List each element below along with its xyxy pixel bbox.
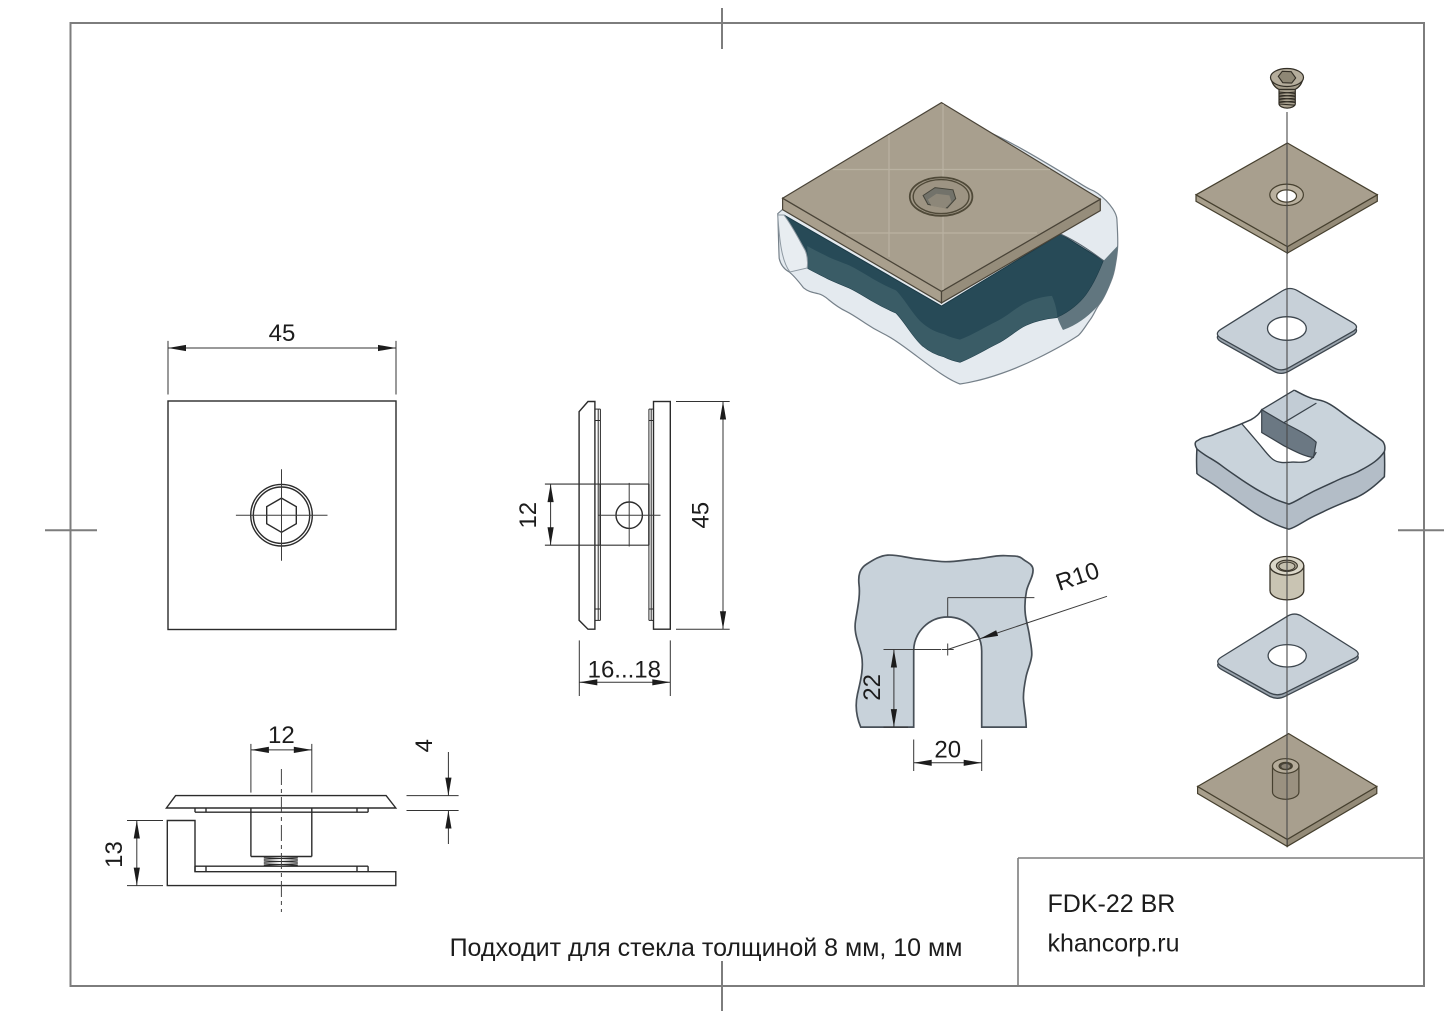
svg-text:R10: R10	[1052, 557, 1102, 597]
svg-text:4: 4	[411, 739, 438, 752]
svg-text:Подходит для стекла толщиной 8: Подходит для стекла толщиной 8 мм, 10 мм	[450, 934, 963, 962]
svg-text:45: 45	[688, 502, 715, 529]
svg-text:16...18: 16...18	[588, 657, 661, 684]
svg-text:13: 13	[101, 841, 128, 868]
svg-text:FDK-22 BR: FDK-22 BR	[1048, 890, 1176, 918]
svg-text:22: 22	[859, 674, 886, 701]
svg-text:khancorp.ru: khancorp.ru	[1048, 930, 1180, 958]
svg-text:20: 20	[934, 737, 961, 764]
svg-text:12: 12	[268, 722, 295, 749]
svg-text:45: 45	[269, 320, 296, 347]
svg-text:12: 12	[515, 502, 542, 529]
